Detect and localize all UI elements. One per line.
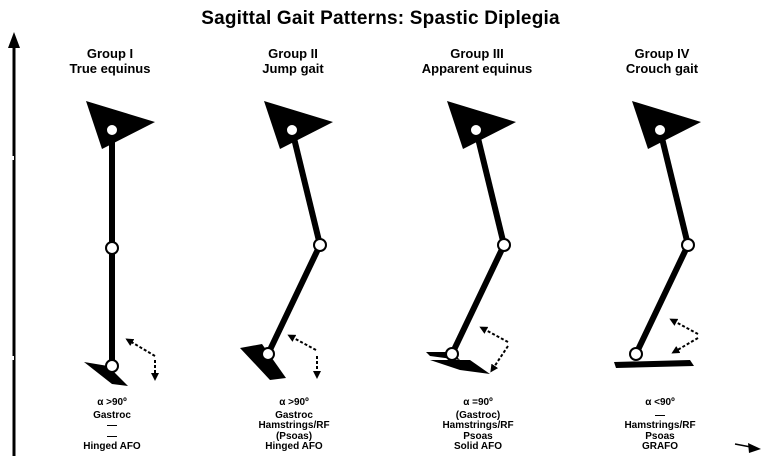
footer-line: Solid AFO bbox=[383, 442, 573, 453]
knee-joint bbox=[314, 239, 326, 251]
foot bbox=[614, 360, 694, 368]
thigh-segment bbox=[476, 130, 504, 245]
thigh-segment bbox=[292, 130, 320, 245]
alpha-angle: α <90º bbox=[565, 398, 755, 409]
group-footer-3: α =90º (Gastroc) Hamstrings/RF Psoas Sol… bbox=[383, 398, 573, 453]
group-3-figure bbox=[426, 101, 516, 374]
hip-joint bbox=[470, 124, 482, 136]
pelvis-triangle bbox=[632, 101, 701, 149]
direction-arrow bbox=[290, 336, 316, 350]
hip-joint bbox=[654, 124, 666, 136]
pelvis-triangle bbox=[264, 101, 333, 149]
vertical-axis-arrow bbox=[8, 32, 20, 456]
thigh-segment bbox=[660, 130, 688, 245]
hip-joint bbox=[106, 124, 118, 136]
ankle-joint bbox=[262, 348, 274, 360]
knee-joint bbox=[498, 239, 510, 251]
group-footer-2: α >90º Gastroc Hamstrings/RF (Psoas) Hin… bbox=[199, 398, 389, 453]
footer-line: Hamstrings/RF bbox=[383, 421, 573, 432]
foot bbox=[430, 360, 490, 374]
direction-arrow bbox=[128, 340, 155, 356]
pelvis-triangle bbox=[86, 101, 155, 149]
footer-line: Hamstrings/RF bbox=[565, 421, 755, 432]
footer-line: GRAFO bbox=[565, 442, 755, 453]
group-footer-4: α <90º — Hamstrings/RF Psoas GRAFO bbox=[565, 398, 755, 453]
shank-segment bbox=[636, 245, 688, 354]
footer-line: — bbox=[17, 421, 207, 432]
shank-segment bbox=[452, 245, 504, 354]
group-2-figure bbox=[240, 101, 333, 380]
footer-line: Hinged AFO bbox=[17, 442, 207, 453]
group-1-figure bbox=[84, 101, 155, 386]
direction-arrow bbox=[482, 328, 508, 342]
knee-joint bbox=[682, 239, 694, 251]
footer-line: Hamstrings/RF bbox=[199, 421, 389, 432]
direction-arrow bbox=[674, 338, 698, 352]
ankle-joint bbox=[630, 348, 642, 360]
hip-joint bbox=[286, 124, 298, 136]
ankle-joint bbox=[106, 360, 118, 372]
footer-line: Hinged AFO bbox=[199, 442, 389, 453]
direction-arrow bbox=[672, 320, 698, 334]
alpha-angle: α >90º bbox=[199, 398, 389, 409]
group-footer-1: α >90º Gastroc — — Hinged AFO bbox=[17, 398, 207, 453]
knee-joint bbox=[106, 242, 118, 254]
group-4-figure bbox=[614, 101, 701, 368]
alpha-angle: α >90º bbox=[17, 398, 207, 409]
ankle-joint bbox=[446, 348, 458, 360]
alpha-angle: α =90º bbox=[383, 398, 573, 409]
